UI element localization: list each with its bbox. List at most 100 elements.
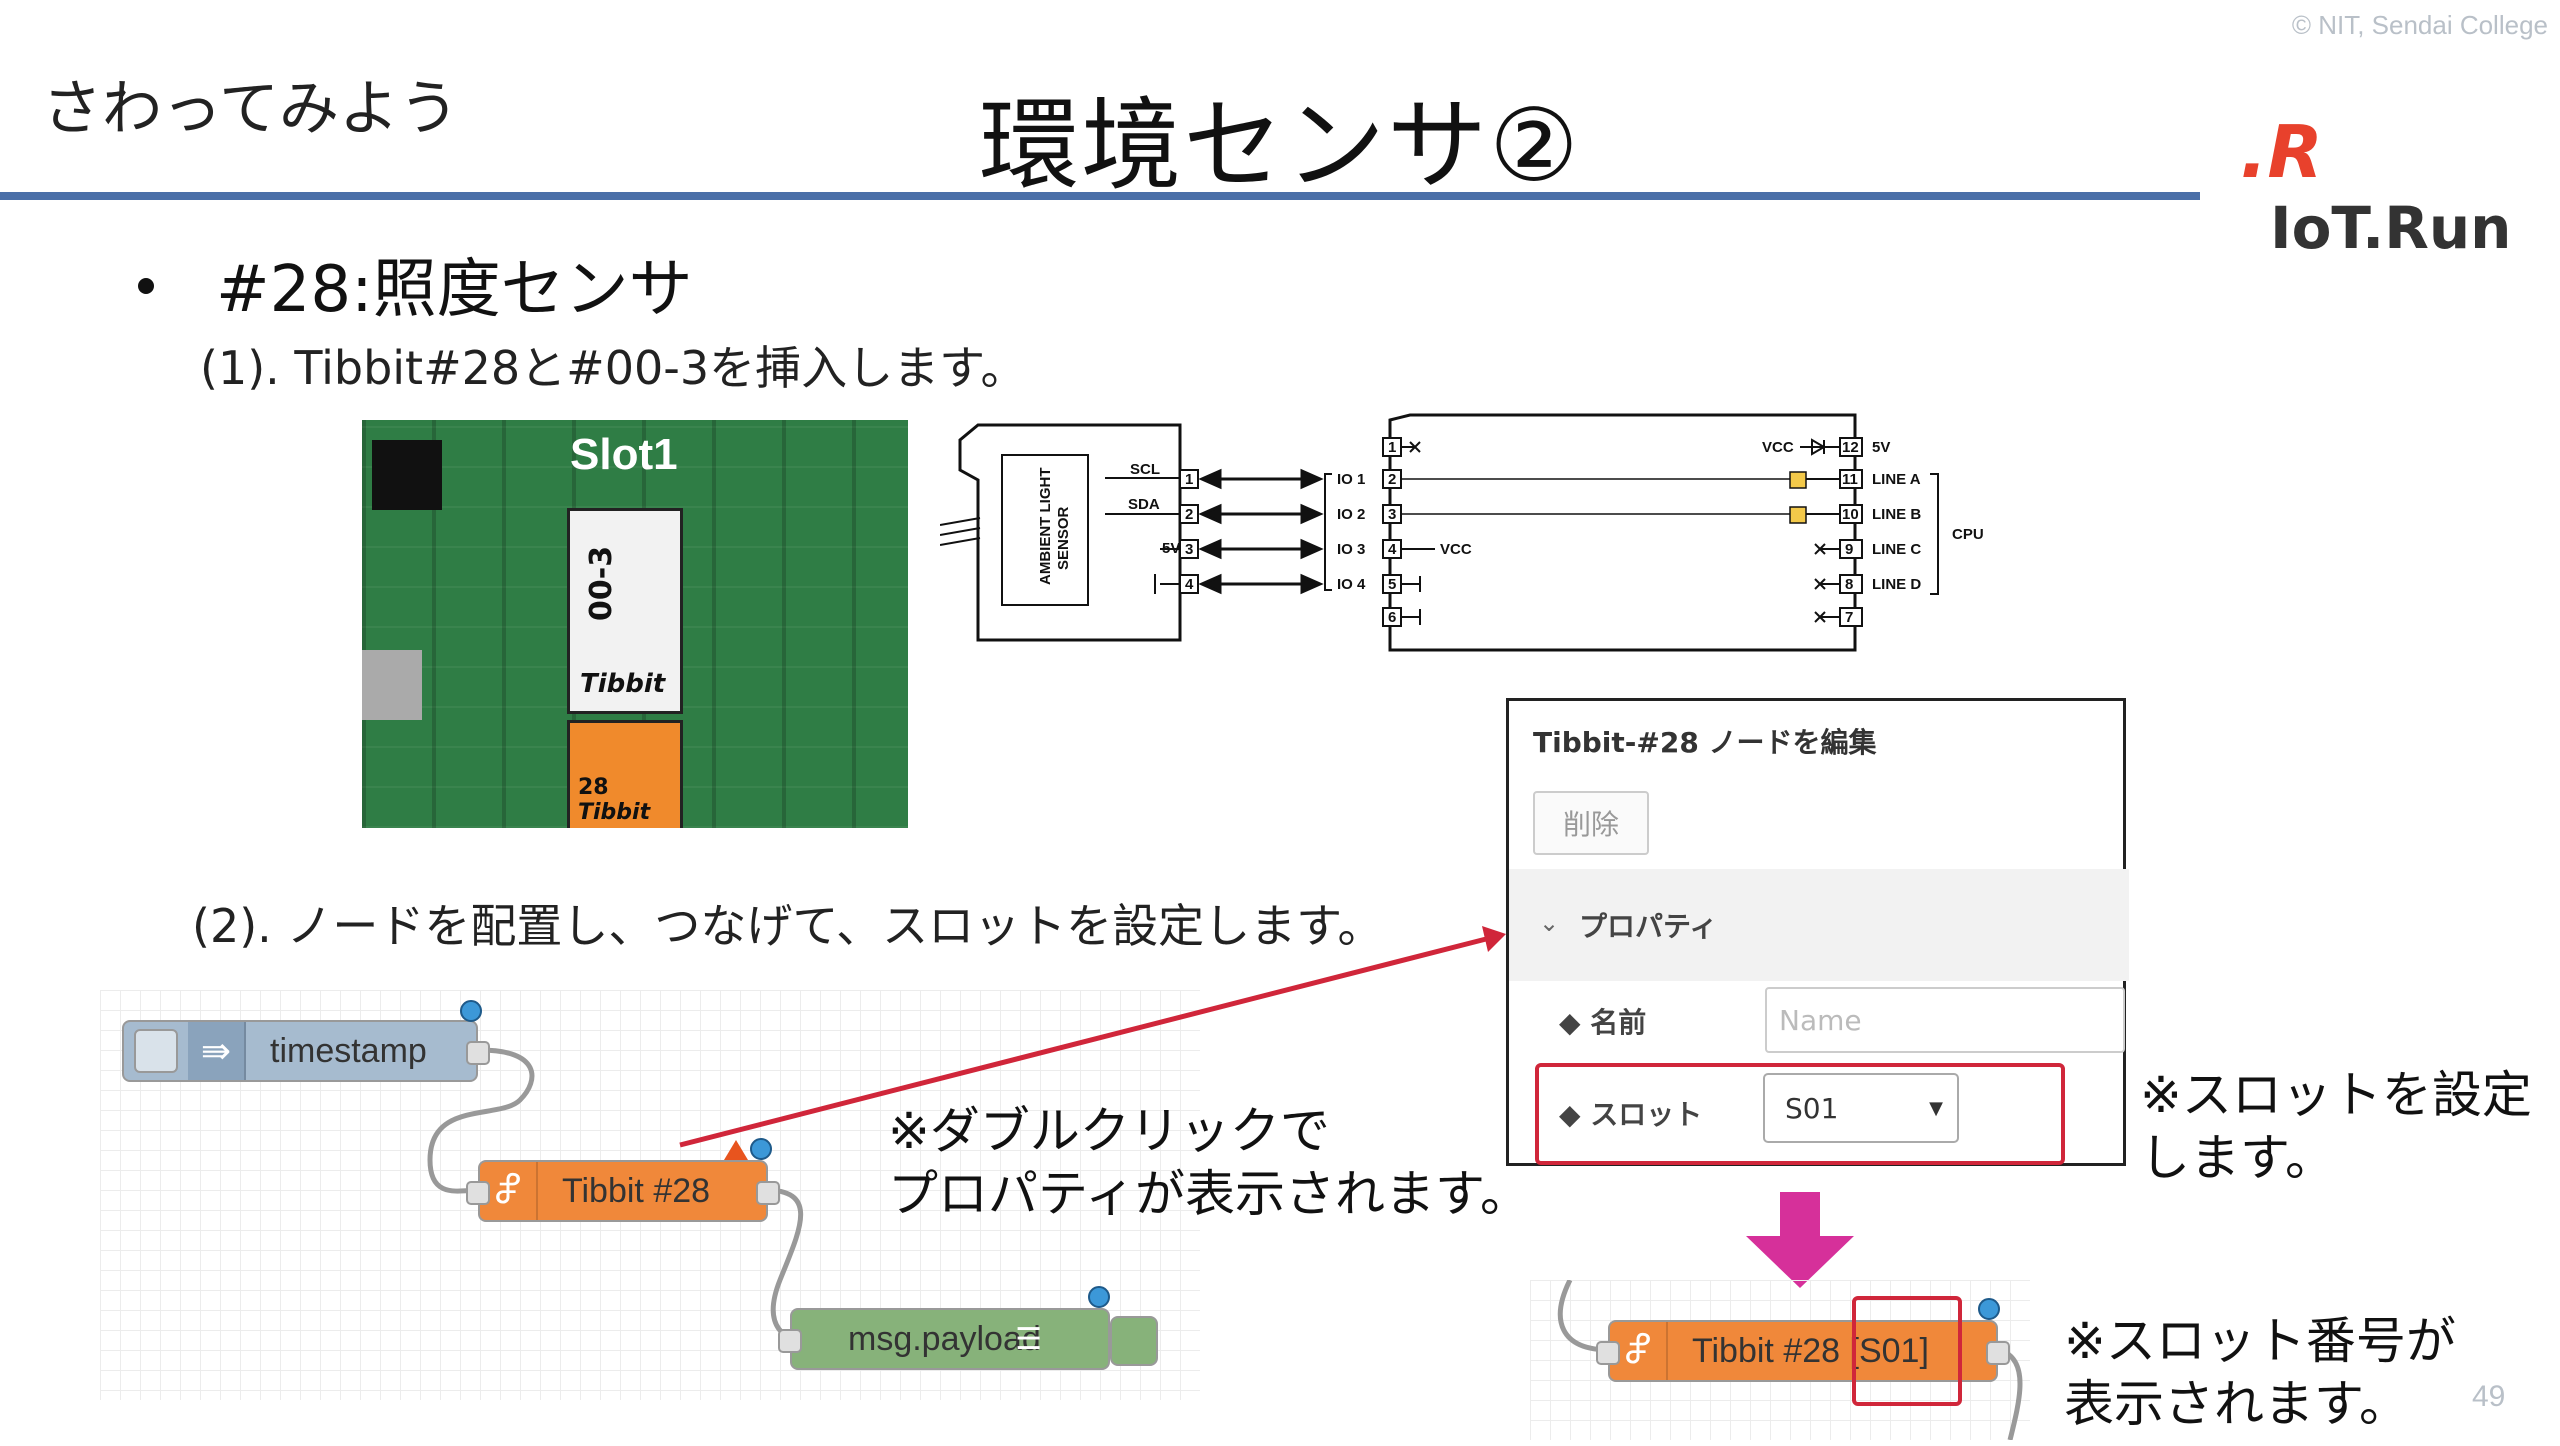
svg-text:11: 11	[1842, 471, 1858, 488]
svg-text:VCC: VCC	[1440, 541, 1472, 558]
result-node-label: Tibbit #28 [S01]	[1692, 1331, 1929, 1370]
svg-text:LINE D: LINE D	[1872, 576, 1921, 593]
sensor-label-2: SENSOR	[1055, 506, 1072, 570]
dropdown-caret-icon: ▼	[1929, 1097, 1943, 1119]
svg-text:3: 3	[1388, 506, 1396, 523]
module-00-3-brand: Tibbit	[580, 669, 666, 699]
warning-triangle-icon	[724, 1140, 748, 1160]
board-photo: Slot1 00-3 Tibbit 28 Tibbit	[362, 420, 908, 828]
tibbit-28-result-node[interactable]: Ⴥ Tibbit #28 [S01]	[1596, 1298, 2010, 1382]
svg-text:2: 2	[1185, 506, 1193, 523]
tibbit-node-label: Tibbit #28	[562, 1171, 711, 1210]
left-pins: 1 2 3 4 SCL SDA 5V	[1105, 461, 1199, 594]
changed-indicator-icon	[460, 1000, 482, 1022]
slot-field-label: ◆ スロット	[1559, 1098, 1703, 1131]
module-28-label: 28 Tibbit	[578, 775, 651, 825]
step-2-text: (2). ノードを配置し、つなげて、スロットを設定します。	[192, 899, 1384, 953]
name-field-label: ◆ 名前	[1559, 1006, 1647, 1039]
sensor-label-1: AMBIENT LIGHT	[1037, 468, 1054, 586]
svg-text:IO 4: IO 4	[1337, 576, 1366, 593]
name-input[interactable]: Name	[1765, 987, 2125, 1053]
input-port[interactable]	[466, 1181, 490, 1205]
result-canvas: Ⴥ Tibbit #28 [S01]	[1530, 1280, 2030, 1440]
properties-section[interactable]: ⌄ プロパティ	[1509, 869, 2129, 981]
timestamp-node[interactable]: ⇛ timestamp	[122, 1000, 490, 1082]
logo-text: IoT.Run	[2270, 194, 2512, 262]
inject-arrow-icon: ⇛	[188, 1022, 246, 1080]
debug-label: msg.payload	[848, 1319, 1041, 1358]
output-port[interactable]	[1986, 1341, 2010, 1365]
slot-highlight-box	[1535, 1063, 2065, 1165]
result-note: ※スロット番号が 表示されます。	[2064, 1312, 2456, 1433]
input-port[interactable]	[1596, 1341, 1620, 1365]
svg-text:9: 9	[1845, 541, 1853, 558]
tag-icon: ◆	[1559, 1006, 1581, 1039]
svg-text:5: 5	[1388, 576, 1396, 593]
svg-text:1: 1	[1388, 439, 1396, 456]
step-1-text: (1). Tibbit#28と#00-3を挿入します。	[200, 341, 1027, 395]
doubleclick-note: ※ダブルクリックで プロパティが表示されます。	[888, 1102, 1530, 1223]
slide-title: 環境センサ②	[979, 87, 1581, 204]
svg-text:VCC: VCC	[1762, 439, 1794, 456]
bullet-dot	[138, 278, 154, 294]
output-port[interactable]	[466, 1041, 490, 1065]
svg-text:LINE B: LINE B	[1872, 506, 1921, 523]
svg-text:5V: 5V	[1872, 439, 1890, 456]
cpu-label: CPU	[1952, 526, 1984, 543]
sd-slot	[362, 650, 422, 720]
tibbit-icon: Ⴥ	[480, 1162, 538, 1220]
svg-text:8: 8	[1845, 576, 1853, 593]
svg-text:10: 10	[1842, 506, 1859, 523]
svg-text:4: 4	[1388, 541, 1397, 558]
properties-label: プロパティ	[1579, 910, 1718, 943]
input-port[interactable]	[778, 1329, 802, 1353]
svg-text:6: 6	[1388, 609, 1396, 626]
tibbit-28-module: 28 Tibbit	[567, 720, 683, 828]
output-port[interactable]	[756, 1181, 780, 1205]
slot1-label: Slot1	[570, 430, 678, 479]
tag-icon: ◆	[1559, 1098, 1581, 1131]
bullet-heading: #28:照度センサ	[216, 253, 693, 327]
page-number: 49	[2472, 1380, 2506, 1413]
down-arrow	[1746, 1192, 1854, 1288]
mid-pins: 1 2 3 4 5 6 VCC	[1382, 437, 1790, 627]
inject-button[interactable]	[134, 1029, 178, 1073]
svg-text:1: 1	[1185, 471, 1193, 488]
circuit-diagram: AMBIENT LIGHT SENSOR 1 2 3 4 SCL SDA 5V …	[940, 413, 1984, 652]
slot-select[interactable]: S01 ▼	[1763, 1073, 1959, 1143]
svg-text:12: 12	[1842, 439, 1859, 456]
copyright-text: © NIT, Sendai College	[2291, 10, 2548, 40]
right-pins: 12 11 10 9 8 7 5V LINE A LINE B LINE C L…	[1762, 437, 1921, 627]
changed-indicator-icon	[1978, 1298, 2000, 1320]
debug-node[interactable]: msg.payload ☰	[778, 1286, 1158, 1370]
svg-text:7: 7	[1845, 609, 1853, 626]
svg-text:LINE A: LINE A	[1872, 471, 1921, 488]
svg-text:IO 2: IO 2	[1337, 506, 1365, 523]
svg-text:IO 1: IO 1	[1337, 471, 1365, 488]
tibbit-00-3-module: 00-3 Tibbit	[567, 508, 683, 714]
pointer-arrow	[679, 926, 1506, 1148]
cpu-chip	[372, 440, 442, 510]
slot-number-highlight-box	[1852, 1296, 1962, 1406]
chevron-down-icon: ⌄	[1539, 909, 1560, 937]
module-00-3-label: 00-3	[584, 545, 619, 621]
logo-mark: .R	[2240, 110, 2323, 194]
iot-run-logo: .R IoT.Run	[2240, 110, 2560, 262]
tibbit-28-node[interactable]: Ⴥ Tibbit #28	[466, 1138, 780, 1222]
changed-indicator-icon	[1088, 1286, 1110, 1308]
list-icon: ☰	[1015, 1323, 1042, 1356]
svg-text:IO 3: IO 3	[1337, 541, 1365, 558]
svg-text:SCL: SCL	[1130, 461, 1160, 478]
tibbit-icon: Ⴥ	[1610, 1322, 1668, 1380]
debug-toggle-button[interactable]	[1110, 1316, 1158, 1366]
delete-button[interactable]: 削除	[1533, 791, 1649, 855]
panel-title: Tibbit-#28 ノードを編集	[1533, 726, 1877, 759]
svg-text:SDA: SDA	[1128, 496, 1160, 513]
timestamp-label: timestamp	[270, 1031, 427, 1070]
slot-note: ※スロットを設定 します。	[2140, 1066, 2532, 1187]
svg-text:3: 3	[1185, 541, 1193, 558]
title-rule	[0, 192, 2200, 200]
svg-text:4: 4	[1185, 576, 1194, 593]
changed-indicator-icon	[750, 1138, 772, 1160]
svg-text:2: 2	[1388, 471, 1396, 488]
